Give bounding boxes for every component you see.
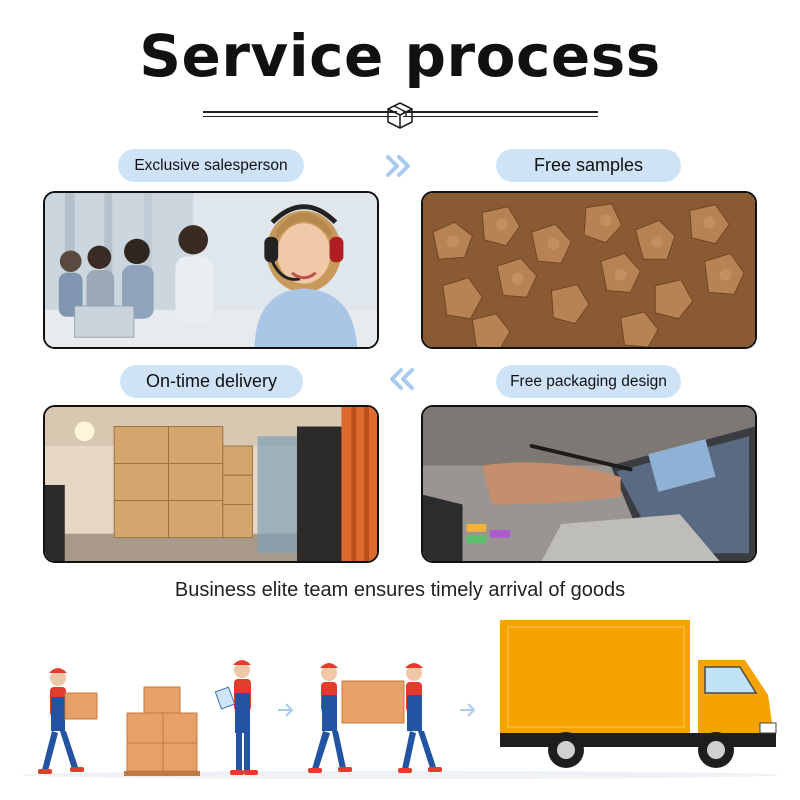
page-title: Service process xyxy=(139,22,661,90)
flow-arrow-icon xyxy=(460,703,476,717)
step-pill-exclusive-salesperson: Exclusive salesperson xyxy=(118,149,304,182)
title-divider-left xyxy=(203,111,397,117)
footer-caption: Business elite team ensures timely arriv… xyxy=(174,579,626,601)
worker-carrying-box-icon xyxy=(38,668,98,774)
delivery-illustration xyxy=(20,620,780,779)
design-laptop-photo xyxy=(421,405,757,563)
title-divider-right xyxy=(403,111,598,117)
pallet-icon xyxy=(124,771,200,776)
step-pill-free-samples: Free samples xyxy=(496,149,681,182)
stacked-boxes-icon xyxy=(126,686,198,772)
step-pill-on-time-delivery: On-time delivery xyxy=(120,365,303,398)
warehouse-boxes-photo xyxy=(43,405,379,563)
pet-treats-photo xyxy=(421,191,757,349)
worker-clipboard-icon xyxy=(214,660,258,775)
arrow-right-icon xyxy=(386,155,410,177)
step-label: On-time delivery xyxy=(145,371,278,391)
step-pill-free-packaging-design: Free packaging design xyxy=(496,365,681,398)
workers-carrying-box-icon xyxy=(308,663,442,773)
call-center-photo xyxy=(43,191,379,349)
step-label: Free samples xyxy=(533,155,644,175)
flow-arrow-icon xyxy=(278,703,294,717)
delivery-truck-icon xyxy=(500,620,777,768)
step-label: Free packaging design xyxy=(510,372,667,390)
arrow-left-icon xyxy=(390,368,414,390)
step-label: Exclusive salesperson xyxy=(134,156,288,174)
